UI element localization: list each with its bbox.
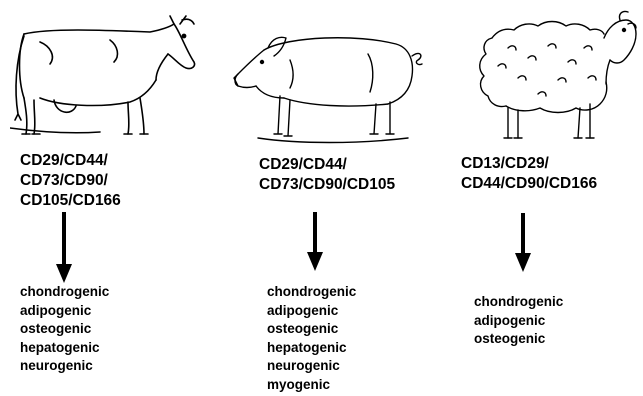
pig-marker-list: CD29/CD44/ CD73/CD90/CD105 (259, 155, 395, 195)
fate-item: myogenic (267, 376, 356, 395)
fate-item: adipogenic (20, 302, 109, 321)
fate-item: chondrogenic (474, 293, 563, 312)
fate-item: neurogenic (20, 357, 109, 376)
fate-item: osteogenic (474, 330, 563, 349)
down-arrow-icon (515, 213, 531, 273)
sheep-differentiation-list: chondrogenic adipogenic osteogenic (474, 293, 563, 349)
sheep-icon (468, 8, 638, 146)
fate-item: adipogenic (267, 302, 356, 321)
fate-item: adipogenic (474, 312, 563, 331)
down-arrow-icon (307, 212, 323, 272)
fate-item: neurogenic (267, 357, 356, 376)
cow-differentiation-list: chondrogenic adipogenic osteogenic hepat… (20, 283, 109, 376)
fate-item: osteogenic (20, 320, 109, 339)
pig-icon (228, 30, 428, 150)
pig-differentiation-list: chondrogenic adipogenic osteogenic hepat… (267, 283, 356, 394)
cow-icon (10, 10, 200, 140)
fate-item: chondrogenic (267, 283, 356, 302)
fate-item: chondrogenic (20, 283, 109, 302)
sheep-marker-list: CD13/CD29/ CD44/CD90/CD166 (461, 154, 597, 194)
fate-item: osteogenic (267, 320, 356, 339)
cow-marker-list: CD29/CD44/ CD73/CD90/ CD105/CD166 (20, 151, 121, 211)
down-arrow-icon (56, 212, 72, 284)
fate-item: hepatogenic (20, 339, 109, 358)
fate-item: hepatogenic (267, 339, 356, 358)
